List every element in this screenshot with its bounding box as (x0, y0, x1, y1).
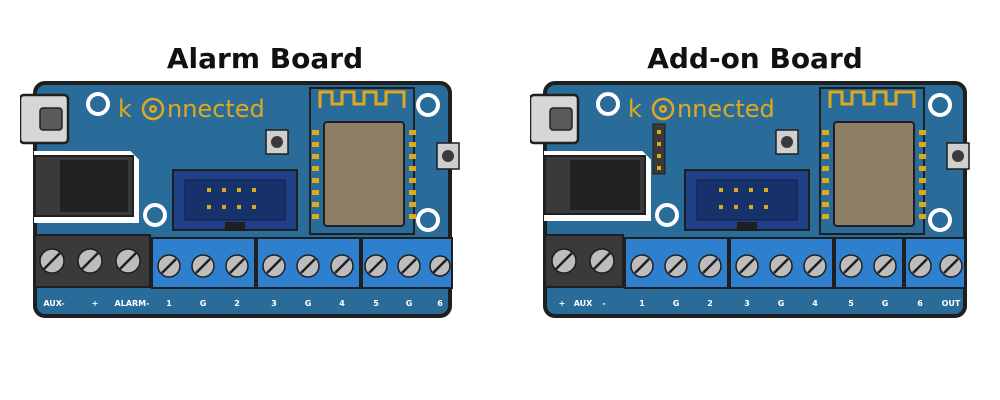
terminal-label-g: G (305, 299, 312, 308)
addon-board-title: Add-on Board (647, 42, 863, 75)
terminal-screw (191, 254, 215, 278)
mounting-hole (655, 203, 679, 227)
terminal-label-2: 2 (707, 299, 713, 308)
terminal-label-minus: - (602, 299, 605, 308)
terminal-screw (364, 254, 388, 278)
terminal-screw (698, 254, 722, 278)
header-connector (684, 169, 810, 231)
terminal-screw (735, 254, 759, 278)
terminal-label-g: G (200, 299, 207, 308)
terminal-label-2: 2 (234, 299, 240, 308)
brand-name: nnected (677, 95, 775, 123)
pin-header (652, 123, 666, 175)
brand-logo-icon (141, 97, 165, 121)
terminal-label-g: G (882, 299, 889, 308)
reset-button (775, 129, 799, 155)
terminal-label-4: 4 (339, 299, 345, 308)
terminal-screw (803, 254, 827, 278)
reset-button (265, 129, 289, 155)
terminal-screw (77, 248, 103, 274)
esp-wifi-module (309, 87, 416, 235)
terminal-label-plus: + (92, 299, 99, 308)
terminal-screw (225, 254, 249, 278)
barrel-jack (34, 151, 139, 223)
terminal-label-g: G (406, 299, 413, 308)
brand-name: nnected (167, 95, 265, 123)
terminal-label-3: 3 (744, 299, 750, 308)
terminal-screw (939, 254, 963, 278)
terminal-label-aux: AUX (574, 299, 593, 308)
black-terminal-block (544, 234, 624, 288)
mounting-hole (416, 93, 440, 117)
mounting-hole (596, 92, 620, 116)
terminal-screw (330, 254, 354, 278)
terminal-label-aux-minus: AUX- (43, 299, 64, 308)
mounting-hole (143, 203, 167, 227)
terminal-screw (296, 254, 320, 278)
brand-logo-icon (651, 97, 675, 121)
terminal-label-out: OUT (942, 299, 961, 308)
alarm-board: k nnected (20, 80, 460, 320)
terminal-label-1: 1 (166, 299, 172, 308)
barrel-jack (544, 151, 651, 221)
terminal-screw (769, 254, 793, 278)
terminal-label-4: 4 (812, 299, 818, 308)
terminal-screw (839, 254, 863, 278)
flash-button (436, 142, 460, 170)
terminal-screw (262, 254, 286, 278)
terminal-screw (429, 255, 451, 277)
micro-usb-port (20, 93, 70, 145)
brand-k: k (628, 95, 642, 123)
terminal-screw (589, 248, 615, 274)
terminal-label-g: G (778, 299, 785, 308)
terminal-screw (873, 254, 897, 278)
terminal-screw (39, 248, 65, 274)
mounting-hole (416, 208, 440, 232)
terminal-label-plus: + (559, 299, 566, 308)
esp-wifi-module (819, 87, 926, 235)
terminal-screw (115, 248, 141, 274)
terminal-label-3: 3 (271, 299, 277, 308)
micro-usb-port (530, 93, 580, 145)
terminal-label-6: 6 (437, 299, 443, 308)
mounting-hole (928, 93, 952, 117)
terminal-label-1: 1 (639, 299, 645, 308)
terminal-screw (630, 254, 654, 278)
black-terminal-block (34, 234, 151, 288)
terminal-screw (157, 254, 181, 278)
terminal-label-5: 5 (373, 299, 379, 308)
terminal-label-6: 6 (917, 299, 923, 308)
header-connector (172, 169, 298, 231)
terminal-label-alarm-minus: ALARM- (115, 299, 150, 308)
terminal-screw (397, 254, 421, 278)
flash-button (946, 142, 970, 170)
addon-board: k nnected (530, 80, 970, 320)
alarm-board-title: Alarm Board (166, 42, 364, 75)
brand-k: k (118, 95, 132, 123)
terminal-label-5: 5 (848, 299, 854, 308)
terminal-screw (908, 254, 932, 278)
terminal-label-g: G (673, 299, 680, 308)
terminal-screw (551, 248, 577, 274)
mounting-hole (86, 92, 110, 116)
mounting-hole (928, 208, 952, 232)
terminal-screw (664, 254, 688, 278)
